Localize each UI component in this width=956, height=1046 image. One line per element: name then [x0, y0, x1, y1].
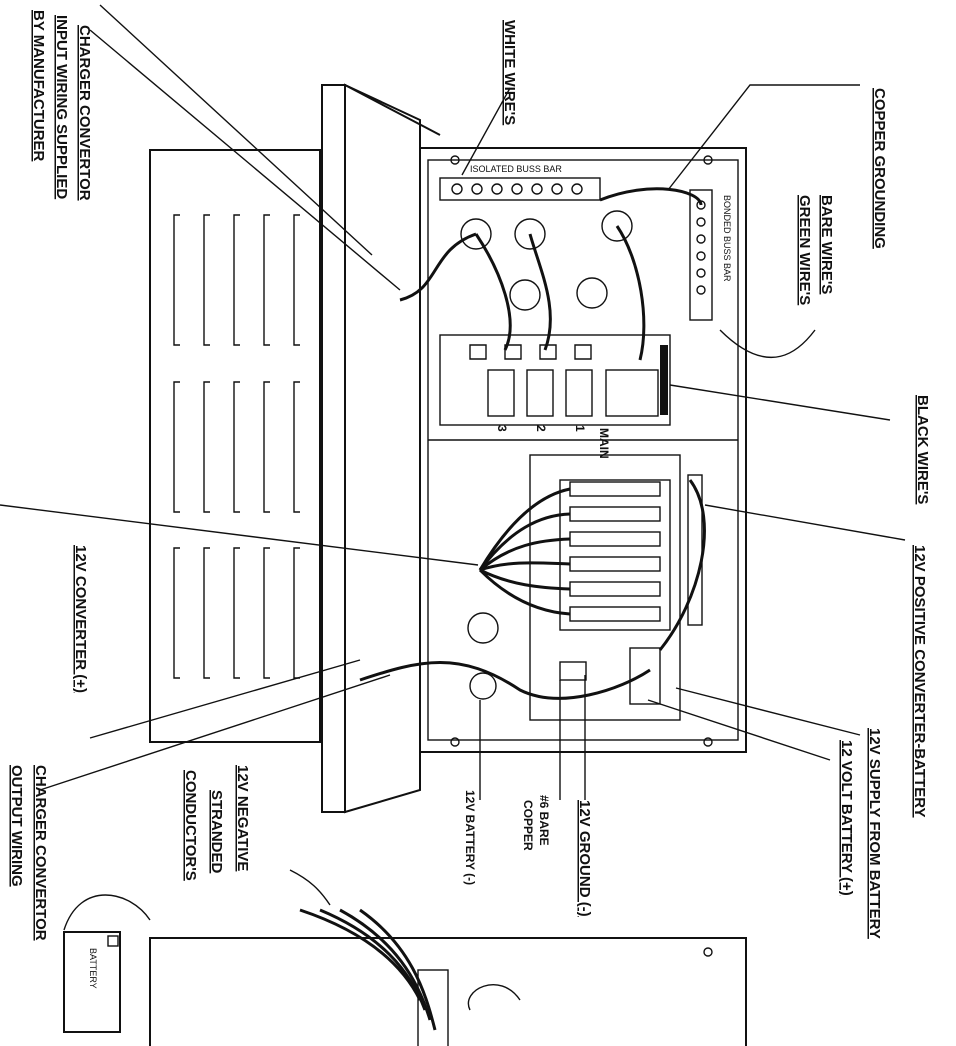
- battery-compartment: [149, 908, 747, 1046]
- knockouts: [460, 210, 633, 700]
- annotation-labels: WHITE WIRE'S COPPER GROUNDING BARE WIRE'…: [8, 10, 931, 941]
- battery-box-label: BATTERY: [88, 948, 98, 989]
- label-charger-input-3: BY MANUFACTURER: [30, 10, 47, 162]
- label-charger-output-2: OUTPUT WIRING: [8, 765, 25, 887]
- louver-vents: [173, 214, 300, 679]
- isolated-buss-bar: ISOLATED BUSS BAR: [439, 164, 601, 201]
- label-charger-output-1: CHARGER CONVERTOR: [32, 765, 49, 941]
- label-bare-wire: BARE WIRE'S: [818, 195, 835, 294]
- breaker-2: 2: [526, 369, 554, 432]
- label-negative-conductor-1: 12V NEGATIVE: [234, 765, 251, 871]
- label-positive-converter-battery: 12V POSITIVE CONVERTER-BATTERY: [911, 545, 928, 818]
- label-volt-battery: 12 VOLT BATTERY (+): [838, 740, 855, 896]
- label-negative-conductor-3: CONDUCTOR'S: [182, 770, 199, 881]
- breaker-1-label: 1: [573, 425, 587, 432]
- label-copper-grounding: COPPER GROUNDING: [871, 88, 888, 249]
- panel-wires: [359, 187, 706, 700]
- breaker-main: MAIN: [597, 345, 668, 459]
- breaker-main-label: MAIN: [597, 428, 611, 459]
- label-green-wire: GREEN WIRE'S: [796, 195, 813, 305]
- label-bare-copper-2: COPPER: [521, 800, 535, 851]
- label-bare-copper-1: #6 BARE: [537, 795, 551, 846]
- label-charger-input-1: CHARGER CONVERTOR: [76, 25, 93, 201]
- bonded-buss-bar-label: BONDED BUSS BAR: [722, 195, 732, 282]
- label-ground-neg: 12V GROUND (-): [576, 800, 593, 917]
- breaker-stack: 3 2 1 MAIN: [439, 334, 671, 459]
- breaker-3: 3: [487, 369, 515, 432]
- breaker-3-label: 3: [495, 425, 509, 432]
- label-supply-from-battery: 12V SUPPLY FROM BATTERY: [866, 728, 883, 939]
- label-charger-input-2: INPUT WIRING SUPPLIED: [53, 15, 70, 199]
- label-negative-conductor-2: STRANDED: [208, 790, 225, 874]
- label-black-wire: BLACK WIRE'S: [914, 395, 931, 504]
- leader-lines: [0, 4, 906, 906]
- hinge-strip: [321, 83, 441, 814]
- panel-box: [419, 147, 747, 753]
- label-converter-positive: 12V CONVERTER (+): [72, 545, 89, 693]
- panel-door: [149, 149, 321, 743]
- isolated-buss-bar-label: ISOLATED BUSS BAR: [470, 164, 562, 174]
- breaker-2-label: 2: [534, 425, 548, 432]
- bonded-buss-bar: BONDED BUSS BAR: [689, 189, 732, 321]
- label-battery-neg: 12V BATTERY (-): [463, 790, 477, 885]
- label-white-wire: WHITE WIRE'S: [501, 20, 518, 125]
- battery-icon: BATTERY: [63, 894, 151, 1033]
- breaker-1: 1: [565, 369, 593, 432]
